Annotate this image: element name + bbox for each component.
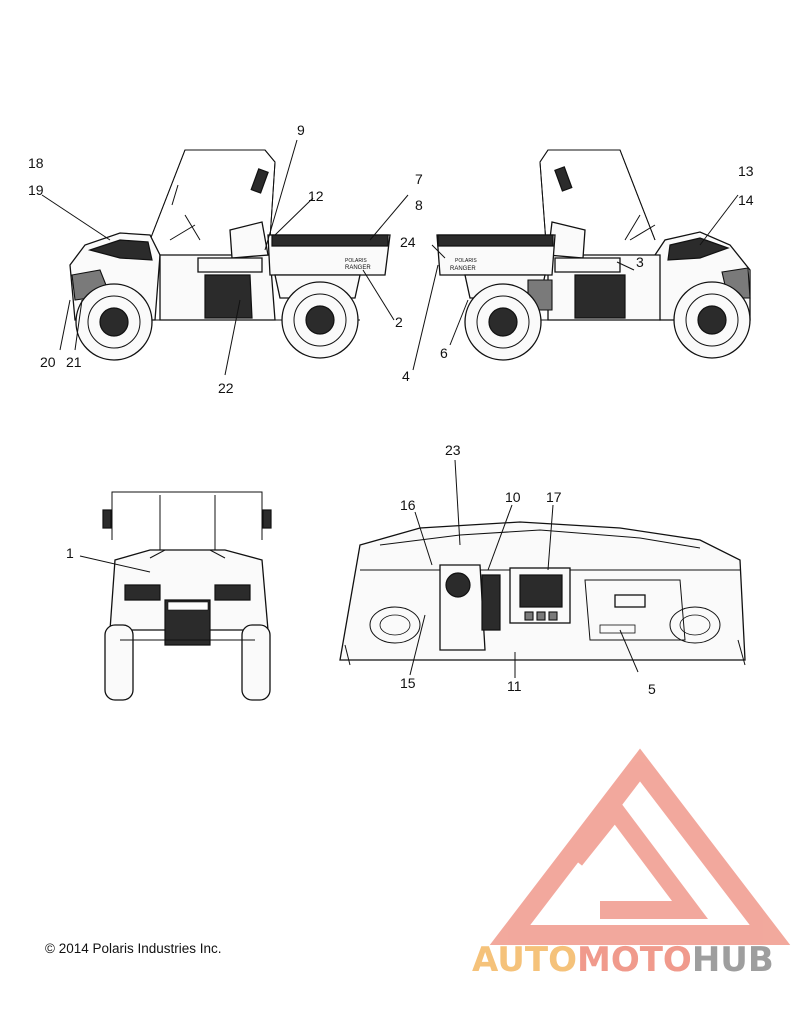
callout-18: 18 [28, 155, 44, 171]
callout-24: 24 [400, 234, 416, 250]
decal-polaris-bed-left: POLARIS [345, 258, 367, 264]
callout-23: 23 [445, 442, 461, 458]
callout-1: 1 [66, 545, 74, 561]
callout-16: 16 [400, 497, 416, 513]
decal-polaris-bed-right: POLARIS [455, 258, 477, 264]
callout-10: 10 [505, 489, 521, 505]
callout-20: 20 [40, 354, 56, 370]
dashboard-view [339, 521, 746, 666]
decal-ranger-bed-right: RANGER [450, 266, 476, 272]
watermark-logo-icon [489, 748, 791, 945]
watermark-auto: AUTO [472, 940, 577, 980]
decal-ranger-bed-left: RANGER [345, 265, 371, 271]
front-view [102, 491, 272, 701]
leader-lines [41, 139, 739, 678]
callout-13: 13 [738, 163, 754, 179]
callout-12: 12 [308, 188, 324, 204]
right-side-view: POLARIS RANGER [436, 149, 751, 361]
left-side-view: POLARIS RANGER [69, 149, 391, 361]
callout-labels: 18 19 9 12 7 8 2 20 21 22 13 14 24 3 6 4… [28, 122, 754, 697]
callout-14: 14 [738, 192, 754, 208]
callout-7: 7 [415, 171, 423, 187]
callout-19: 19 [28, 182, 44, 198]
callout-15: 15 [400, 675, 416, 691]
callout-17: 17 [546, 489, 562, 505]
callout-11: 11 [507, 678, 522, 694]
copyright-text: © 2014 Polaris Industries Inc. [45, 941, 222, 956]
callout-22: 22 [218, 380, 234, 396]
callout-8: 8 [415, 197, 423, 213]
callout-9: 9 [297, 122, 305, 138]
callout-21: 21 [66, 354, 82, 370]
callout-2: 2 [395, 314, 403, 330]
callout-4: 4 [402, 368, 410, 384]
callout-6: 6 [440, 345, 448, 361]
watermark-brand: AUTOMOTOHUB [472, 940, 774, 980]
callout-5: 5 [648, 681, 656, 697]
watermark-hub: HUB [691, 940, 774, 980]
watermark-moto: MOTO [576, 940, 692, 980]
callout-3: 3 [636, 254, 644, 270]
